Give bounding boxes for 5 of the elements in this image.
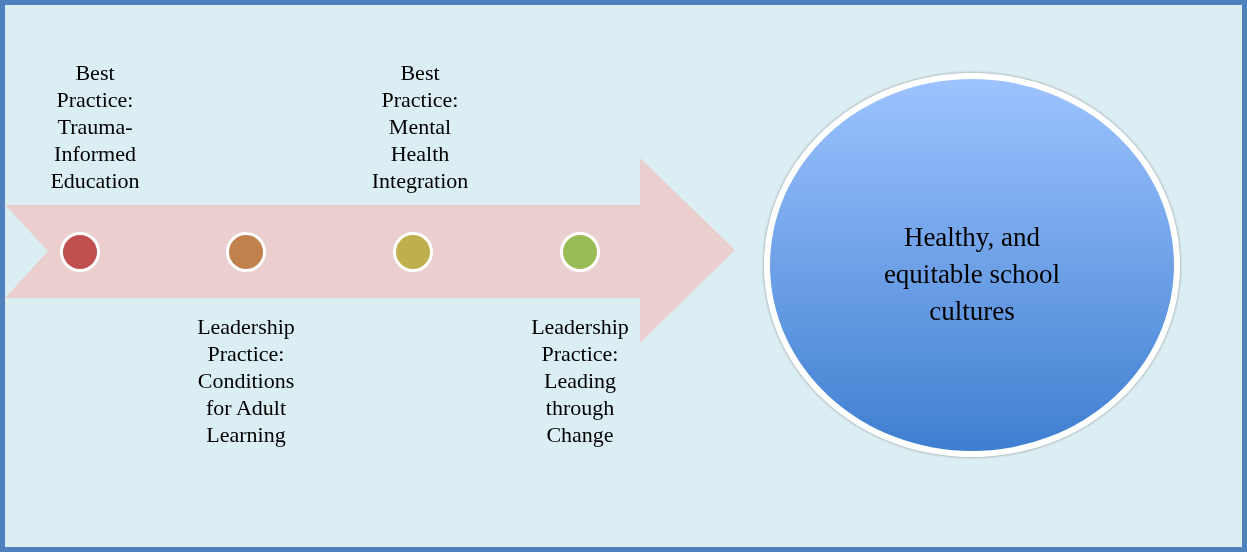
outcome-text: Healthy, and equitable school cultures [882,221,1062,328]
milestone-label: Best Practice: Trauma-Informed Education [49,59,141,194]
milestone-label: Best Practice: Mental Health Integration [370,59,470,194]
milestone-label: Leadership Practice: Conditions for Adult Learning [196,313,296,448]
milestone-label: Leadership Practice: Leading through Change [530,313,630,448]
